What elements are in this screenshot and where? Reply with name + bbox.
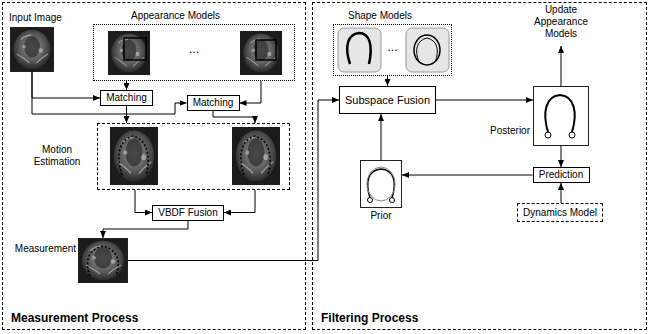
prior-point xyxy=(390,198,395,203)
contour xyxy=(119,136,148,175)
ultrasound-image xyxy=(110,127,158,185)
node-label: Filtering Process xyxy=(321,311,418,325)
shape-curve xyxy=(347,33,370,64)
ultrasound-image xyxy=(78,238,128,283)
contour xyxy=(88,246,119,276)
node-label: Input Image xyxy=(9,12,62,24)
connector-arrow xyxy=(387,76,388,86)
shape-curve xyxy=(414,35,440,65)
ultrasound-image xyxy=(10,27,54,72)
node-label: Motion Estimation xyxy=(26,144,88,168)
ultrasound-image xyxy=(108,31,150,75)
image-box: Measurement xyxy=(78,238,128,283)
node-label: ... xyxy=(94,43,294,55)
process-panel: Filtering Process Shape Models... Subspace… xyxy=(312,2,647,330)
node-label: VBDF Fusion xyxy=(158,207,217,219)
image-box: Input Image xyxy=(10,27,54,72)
connector-arrow xyxy=(224,190,255,213)
template-window xyxy=(256,40,276,60)
prior-point xyxy=(368,198,373,203)
node-label: Shape Models xyxy=(348,10,412,22)
annotation-text: Update Appearance Models xyxy=(521,4,601,40)
shape-image xyxy=(406,28,449,72)
shape-curve xyxy=(417,38,438,62)
connector-arrow xyxy=(381,114,382,160)
prior-curve xyxy=(368,169,395,198)
model-group: Shape Models... xyxy=(333,24,452,76)
posterior-point xyxy=(545,132,551,138)
ultrasound-image xyxy=(232,127,280,185)
template-window xyxy=(124,38,146,60)
shape-image xyxy=(338,28,381,72)
connector-arrow xyxy=(561,183,562,203)
node-label: Matching xyxy=(193,97,234,109)
connector-arrow xyxy=(402,175,533,176)
node-label: Appearance Models xyxy=(131,10,220,22)
prior-curve xyxy=(367,167,395,201)
connector-arrow xyxy=(213,111,255,123)
process-box: Matching xyxy=(100,90,153,106)
connector-arrow xyxy=(126,81,127,90)
node-label: ... xyxy=(334,41,451,53)
node-label: Prediction xyxy=(539,169,583,181)
node-label: Measurement xyxy=(15,243,76,255)
model-group: Appearance Models... xyxy=(93,24,295,81)
connector-arrow xyxy=(128,100,339,261)
process-panel: Measurement ProcessInput ImageAppearance… xyxy=(2,2,306,330)
node-label: Matching xyxy=(106,92,147,104)
connector-arrow xyxy=(126,106,127,123)
process-box: VBDF Fusion xyxy=(152,205,224,221)
contour xyxy=(241,136,270,175)
connector-arrow xyxy=(240,81,262,103)
connector-arrow xyxy=(103,221,188,239)
node-label: Posterior xyxy=(490,125,530,137)
connector-arrow xyxy=(561,146,562,167)
node-label: Subspace Fusion xyxy=(345,94,430,107)
node-label: Measurement Process xyxy=(11,311,138,325)
update-arrow xyxy=(561,46,562,86)
connector-arrow xyxy=(436,100,533,101)
node-label: Prior xyxy=(361,210,401,222)
process-box: Subspace Fusion xyxy=(339,86,436,114)
posterior-point xyxy=(569,132,575,138)
posterior-curve xyxy=(545,95,574,132)
process-box: Matching xyxy=(187,95,240,111)
ultrasound-image xyxy=(240,31,282,75)
image-box: Posterior xyxy=(533,86,589,146)
connector-arrow xyxy=(135,190,152,213)
connector-arrow xyxy=(32,72,187,114)
process-box: Prediction xyxy=(533,167,590,183)
model-box: Dynamics Model xyxy=(517,203,603,222)
image-box: Prior xyxy=(360,160,402,208)
connector-arrow xyxy=(32,72,100,98)
node-label: Dynamics Model xyxy=(523,207,597,219)
estimation-group: Motion Estimation xyxy=(97,123,290,190)
